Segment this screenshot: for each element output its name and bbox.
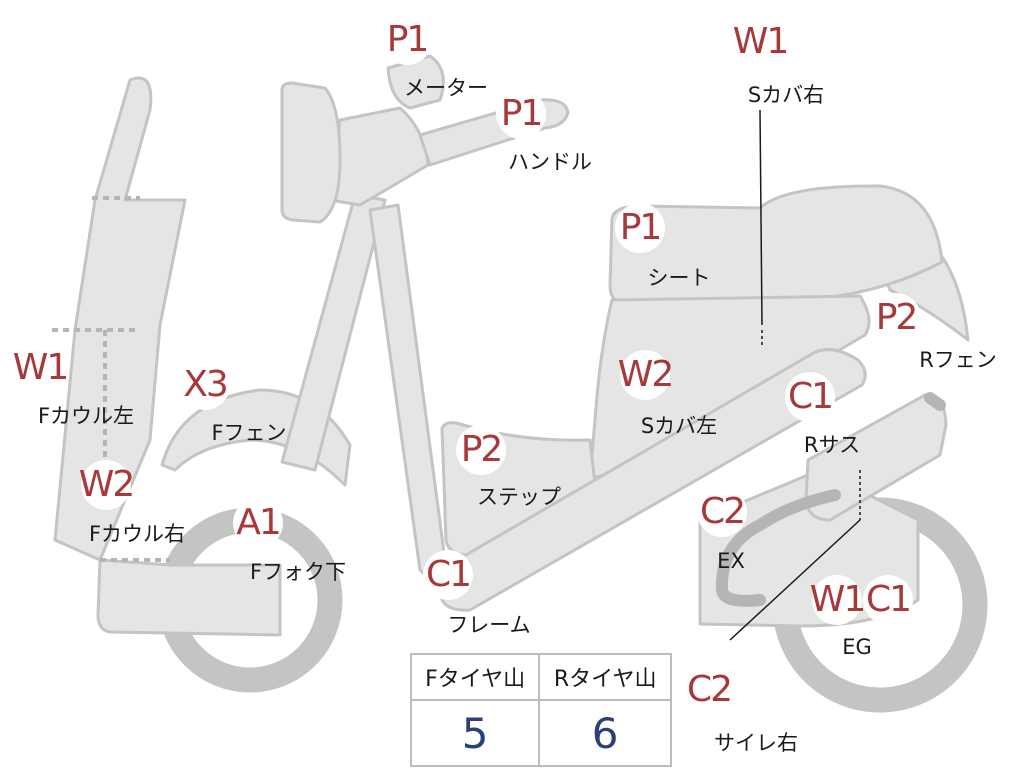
frame-label: フレーム [447, 613, 531, 637]
f-tire-header: Fタイヤ山 [409, 653, 541, 701]
r-suspension-label: Rサス [803, 433, 861, 457]
s-cover-left-code: W2 [618, 350, 674, 400]
r-tire-header: Rタイヤ山 [538, 653, 672, 701]
engine-label: EG [842, 635, 872, 659]
silencer-right-code: C2 [684, 665, 734, 715]
s-cover-left-label: Sカバ左 [640, 414, 718, 438]
s-cover-right-label: Sカバ右 [747, 83, 825, 107]
step-code: P2 [456, 425, 506, 475]
engine-code-w1: W1 [810, 575, 866, 625]
frame-pipe [438, 348, 867, 612]
handle-code: P1 [496, 89, 546, 139]
r-fender-code: P2 [871, 293, 921, 343]
meter-code: P1 [382, 15, 432, 65]
exhaust-code: C2 [697, 487, 747, 537]
engine-code-c1: C1 [863, 575, 913, 625]
f-fork-lower-label: Fフォク下 [249, 560, 347, 584]
r-tire-value: 6 [538, 699, 672, 767]
front-fork-shape [280, 193, 387, 472]
meter-shape [386, 54, 445, 110]
exhaust-pipe [715, 489, 841, 607]
seat-code: P1 [615, 203, 665, 253]
r-fender-label: Rフェン [919, 348, 997, 372]
headlight-shape [280, 81, 342, 224]
frame-code: C1 [423, 550, 473, 600]
f-cowl-right-label: Fカウル右 [88, 522, 186, 546]
f-fork-lower-code: A1 [233, 498, 283, 548]
tire-tread-table: Fタイヤ山 Rタイヤ山 5 6 [409, 653, 672, 767]
f-cowl-left-label: Fカウル左 [37, 404, 135, 428]
f-fender-label: Fフェン [211, 421, 287, 445]
r-suspension-code: C1 [785, 372, 835, 422]
handle-label: ハンドル [508, 150, 592, 174]
f-cowl-right-code: W2 [79, 460, 135, 510]
front-cowl-shape [53, 76, 187, 562]
meter-label: メーター [404, 76, 488, 100]
f-fender-code: X3 [180, 360, 230, 410]
f-cowl-left-code: W1 [13, 343, 69, 393]
silencer-right-label: サイレ右 [714, 731, 798, 755]
seat-label: シート [647, 266, 711, 290]
s-cover-right-code: W1 [733, 17, 789, 67]
step-label: ステップ [477, 485, 561, 509]
leg-shield-shape [328, 106, 430, 207]
exhaust-label: EX [717, 549, 745, 573]
f-tire-value: 5 [409, 699, 541, 767]
front-lower-shape [96, 558, 282, 637]
